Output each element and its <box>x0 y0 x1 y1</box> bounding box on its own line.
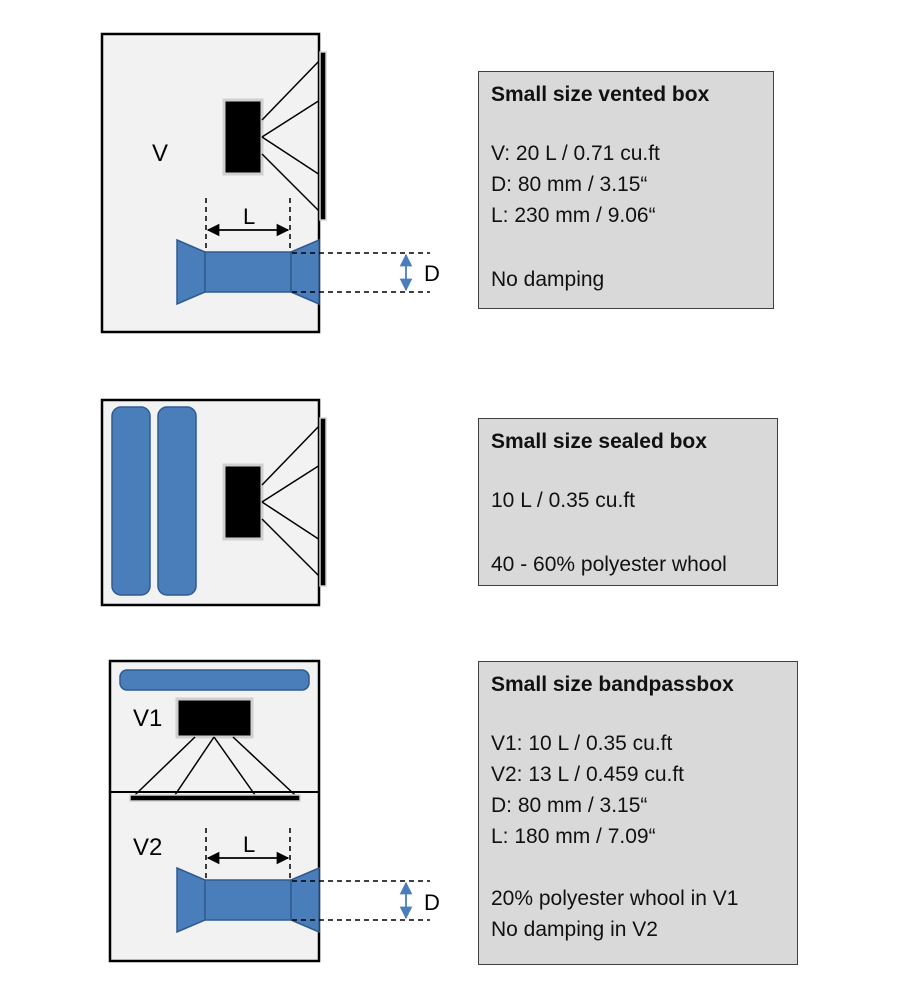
bandpass-box-info: Small size bandpassbox V1: 10 L / 0.35 c… <box>478 661 798 965</box>
bandpass-damping-pad <box>119 669 310 691</box>
info-line: D: 80 mm / 3.15“ <box>491 794 648 817</box>
info-damping: No damping in V2 <box>491 918 658 941</box>
damping-pad-right <box>157 406 197 596</box>
vented-driver <box>222 51 327 221</box>
bandpass-v2-label: V2 <box>133 834 162 861</box>
info-line: V: 20 L / 0.71 cu.ft <box>491 142 660 165</box>
damping-pad-left <box>111 406 151 596</box>
bandpass-diameter-label: D <box>424 890 440 915</box>
driver-magnet <box>222 463 264 541</box>
vented-volume-label: V <box>152 140 168 167</box>
info-title: Small size bandpassbox <box>491 673 734 696</box>
bandpass-diameter-dimension: D <box>292 880 440 921</box>
info-line: L: 230 mm / 9.06“ <box>491 204 656 227</box>
bandpass-length-dimension: L <box>205 828 291 878</box>
info-damping: No damping <box>491 268 605 291</box>
vented-diameter-label: D <box>424 261 440 286</box>
driver-baffle-plate <box>319 51 327 221</box>
driver-baffle-plate <box>319 417 327 587</box>
info-line: L: 180 mm / 7.09“ <box>491 825 656 848</box>
info-damping: 40 - 60% polyester whool <box>491 553 727 576</box>
driver-baffle-plate <box>129 794 301 802</box>
vented-box-info: Small size vented box V: 20 L / 0.71 cu.… <box>478 71 774 309</box>
info-title: Small size vented box <box>491 83 710 106</box>
vented-box-diagram: V L D <box>100 32 440 334</box>
bandpass-driver <box>134 697 296 796</box>
vented-diameter-dimension: D <box>292 252 440 293</box>
sealed-box-info: Small size sealed box 10 L / 0.35 cu.ft … <box>478 418 778 586</box>
vented-port <box>176 238 320 306</box>
bandpass-port <box>176 866 320 934</box>
vented-length-label: L <box>243 204 255 229</box>
bandpass-box-diagram: V1 V2 L D <box>108 659 440 963</box>
sealed-box-diagram <box>100 398 327 607</box>
vented-length-dimension: L <box>205 198 291 250</box>
sealed-driver <box>222 417 327 587</box>
info-line: V2: 13 L / 0.459 cu.ft <box>491 763 685 786</box>
info-volume: 10 L / 0.35 cu.ft <box>491 489 635 512</box>
info-line: V1: 10 L / 0.35 cu.ft <box>491 732 673 755</box>
info-title: Small size sealed box <box>491 430 707 453</box>
info-damping: 20% polyester whool in V1 <box>491 887 739 910</box>
bandpass-length-label: L <box>243 832 255 857</box>
driver-magnet <box>222 98 264 176</box>
driver-magnet <box>175 697 254 739</box>
bandpass-v1-label: V1 <box>133 705 162 732</box>
info-line: D: 80 mm / 3.15“ <box>491 173 648 196</box>
